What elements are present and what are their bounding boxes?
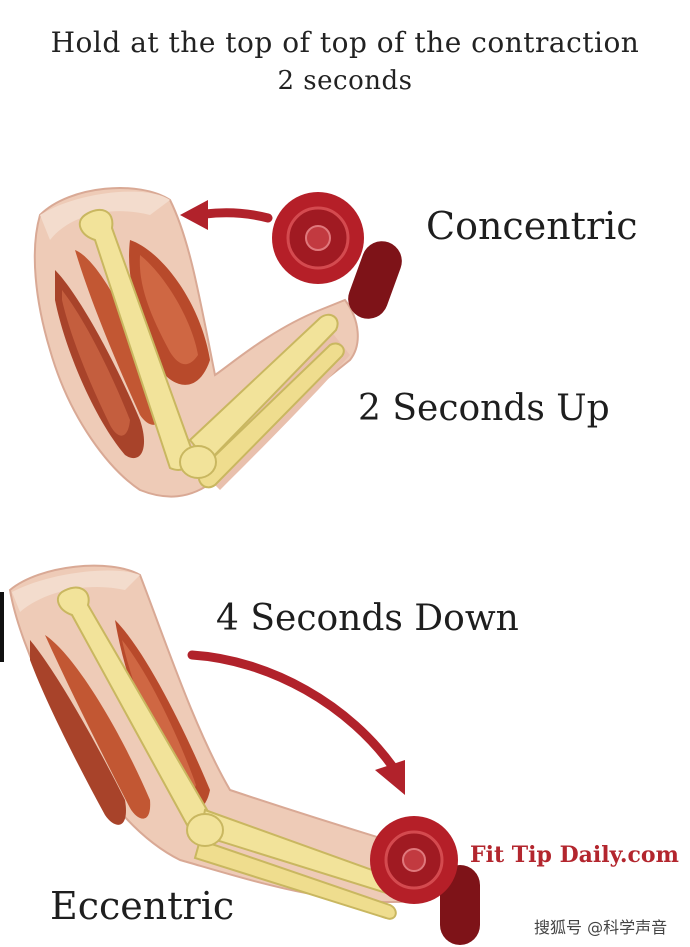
eccentric-arm [8,564,480,945]
concentric-arrow [200,208,273,223]
left-edge-mark [0,592,4,662]
radius-bone [188,313,339,464]
dumbbell-bottom [370,816,480,945]
concentric-label: Concentric [426,204,638,248]
eccentric-arrow [187,650,400,775]
eccentric-label: Eccentric [50,884,235,928]
concentric-arm [33,187,402,498]
seconds-up-label: 2 Seconds Up [358,388,610,429]
ulna-bone [197,342,345,489]
ulna-bone-bottom [193,838,397,920]
title-line-1: Hold at the top of top of the contractio… [50,26,640,59]
seconds-down-label: 4 Seconds Down [216,598,519,639]
dumbbell-top [272,192,402,319]
source-watermark: 搜狐号 @科学声音 [534,918,668,937]
brand-watermark: Fit Tip Daily.com [470,842,679,868]
title-line-2: 2 seconds [277,66,413,96]
